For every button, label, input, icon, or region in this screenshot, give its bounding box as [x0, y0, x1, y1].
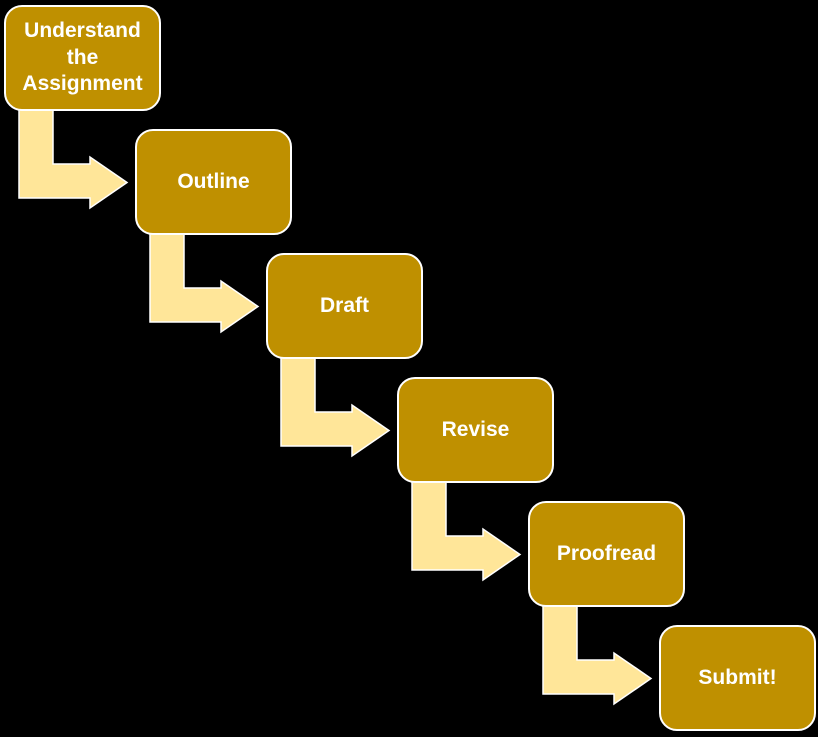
elbow-arrow-proofread-to-submit — [542, 600, 653, 706]
step-label-submit: Submit! — [698, 665, 777, 689]
elbow-arrow-draft-to-revise — [280, 352, 391, 458]
elbow-arrow-outline-to-draft — [149, 228, 260, 334]
elbow-arrow-revise-to-proofread — [411, 476, 522, 582]
step-label-understand-the-assignment: Understand the Assignment — [22, 18, 143, 96]
step-label-outline: Outline — [177, 169, 250, 193]
step-box-submit: Submit! — [659, 625, 816, 731]
step-box-draft: Draft — [266, 253, 423, 359]
step-box-proofread: Proofread — [528, 501, 685, 607]
step-box-understand-the-assignment: Understand the Assignment — [4, 5, 161, 111]
step-label-proofread: Proofread — [556, 541, 657, 565]
elbow-arrow-understand-to-outline — [18, 104, 129, 210]
step-label-revise: Revise — [441, 417, 510, 441]
step-label-draft: Draft — [319, 293, 369, 317]
step-box-revise: Revise — [397, 377, 554, 483]
step-box-outline: Outline — [135, 129, 292, 235]
